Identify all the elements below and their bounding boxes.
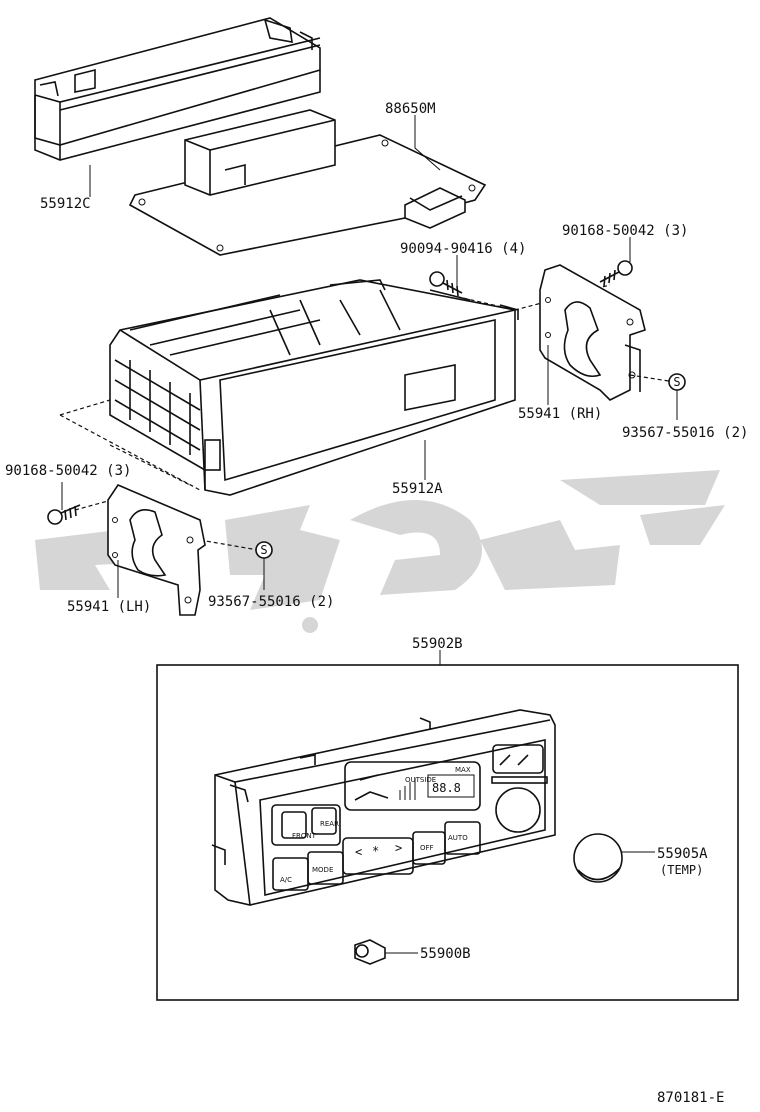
part-55941-lh-bracket	[107, 484, 206, 616]
auto-button: AUTO	[448, 834, 468, 842]
clip-s-label: S	[260, 543, 267, 557]
front-button: FRONT	[292, 832, 317, 840]
label-93567-55016-lh: 93567-55016 (2)	[208, 594, 334, 610]
label-90168-50042-rh: 90168-50042 (3)	[562, 223, 688, 239]
part-55941-rh-bracket	[539, 264, 646, 401]
label-55905a-note: (TEMP)	[660, 863, 703, 877]
label-55941-rh: 55941 (RH)	[518, 406, 602, 422]
max-label: MAX	[455, 766, 471, 774]
part-55902b-control-panel	[211, 709, 556, 906]
part-55912c-cover	[34, 17, 321, 161]
label-55941-lh: 55941 (LH)	[67, 599, 151, 615]
label-90168-50042-lh: 90168-50042 (3)	[5, 463, 131, 479]
label-93567-55016-rh: 93567-55016 (2)	[622, 425, 748, 441]
label-88650m: 88650M	[385, 101, 436, 117]
leader-lines	[61, 115, 678, 954]
screw-90094	[429, 271, 463, 297]
label-90094-90416: 90094-90416 (4)	[400, 241, 526, 257]
clip-93567-rh: S	[668, 373, 686, 391]
fan-icon: *	[372, 844, 379, 858]
screw-90168-lh	[47, 504, 81, 525]
label-55912c: 55912C	[40, 196, 91, 212]
right-arrow-icon: >	[395, 841, 402, 855]
off-button: OFF	[420, 844, 434, 852]
label-55905a: 55905A	[657, 846, 708, 862]
label-55902b: 55902B	[412, 636, 463, 652]
outside-label: OUTSIDE	[405, 776, 436, 784]
assembly-55902b-frame	[156, 664, 739, 1001]
temp-digits: 88.8	[432, 781, 461, 795]
clip-93567-lh: S	[255, 541, 273, 559]
ac-button: A/C	[280, 876, 292, 884]
rear-button: REAR	[320, 820, 339, 828]
label-55900b: 55900B	[420, 946, 471, 962]
mode-button: MODE	[312, 866, 333, 874]
part-55905a-knob	[573, 833, 623, 883]
part-88650m-plate	[128, 109, 487, 256]
part-55912a-case	[109, 279, 519, 496]
screw-90168-rh	[599, 260, 633, 287]
left-arrow-icon: <	[355, 845, 362, 859]
clip-s-label: S	[673, 375, 680, 389]
diagram-id: 870181-E	[657, 1090, 724, 1106]
label-55912a: 55912A	[392, 481, 443, 497]
part-55900b-bulb	[354, 939, 386, 965]
